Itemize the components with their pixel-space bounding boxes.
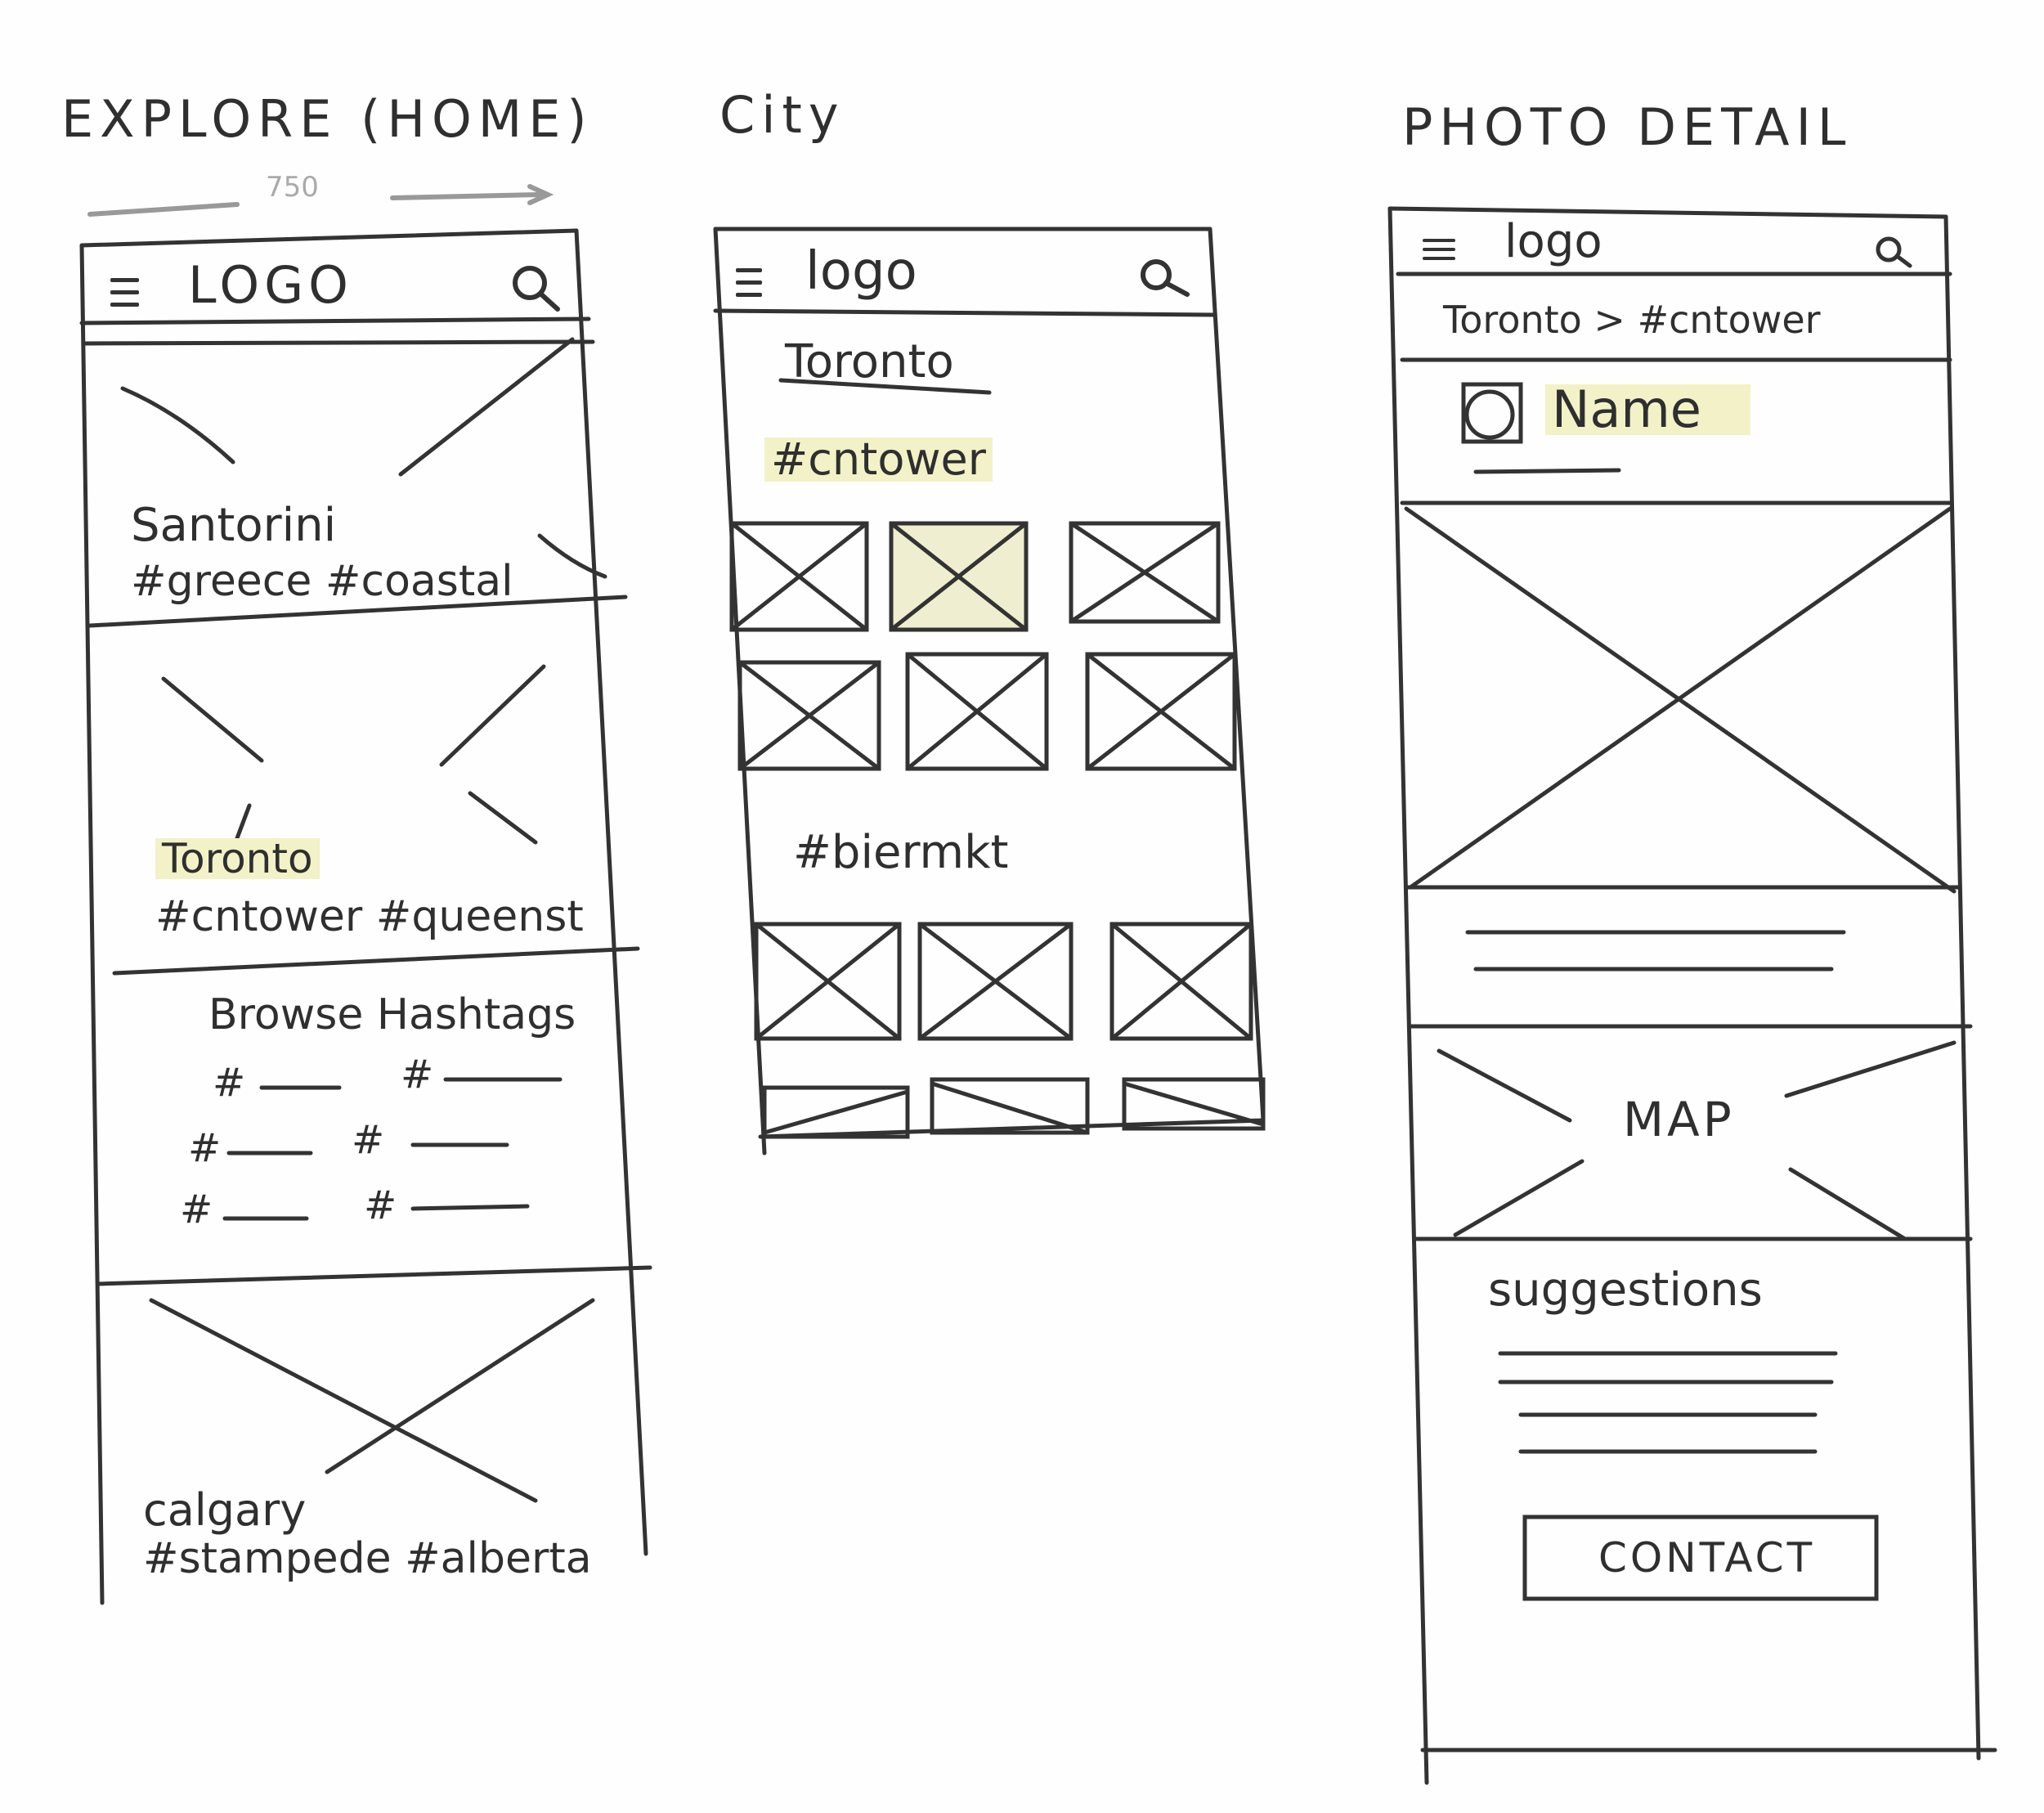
photo-suggestion-lines xyxy=(1498,1351,1838,1454)
contact-button-outline xyxy=(1522,1515,1879,1601)
width-annotation: 750 xyxy=(266,171,319,204)
explore-card2-placeholder xyxy=(161,664,546,845)
photo-description-lines xyxy=(1465,930,1846,972)
explore-logo[interactable]: LOGO xyxy=(188,255,353,315)
photo-main-placeholder xyxy=(1404,506,1957,894)
hashtag-link[interactable]: # xyxy=(213,1060,246,1106)
explore-card3-placeholder xyxy=(149,1298,595,1503)
card-tags: #greece #coastal xyxy=(131,557,513,606)
user-name[interactable]: Name xyxy=(1545,384,1750,435)
hashtag-link[interactable]: # xyxy=(188,1125,222,1171)
photo-detail-frame xyxy=(1387,206,1997,1785)
card-title: Santorini xyxy=(131,499,337,552)
suggestions-heading: suggestions xyxy=(1488,1263,1763,1317)
explore-frame xyxy=(79,228,652,1605)
photo-avatar-box xyxy=(1461,382,1621,474)
search-icon[interactable] xyxy=(1872,233,1913,274)
photo-detail-title: PHOTO DETAIL xyxy=(1402,97,1853,157)
photo-logo[interactable]: logo xyxy=(1504,215,1602,268)
hashtag-link[interactable]: # xyxy=(364,1182,397,1228)
city-grid-biermkt xyxy=(754,922,1266,1139)
card-tags: #cntower #queenst xyxy=(155,892,584,941)
card-tags: #stampede #alberta xyxy=(143,1534,592,1583)
card-title: Toronto xyxy=(155,838,320,879)
explore-browse-lines xyxy=(222,1077,563,1221)
contact-button[interactable]: CONTACT xyxy=(1598,1534,1816,1582)
city-name: Toronto xyxy=(785,335,954,388)
breadcrumb[interactable]: Toronto > #cntower xyxy=(1443,298,1821,342)
map-label: MAP xyxy=(1623,1092,1735,1147)
hashtag-link[interactable]: # xyxy=(401,1052,434,1097)
hamburger-menu-icon[interactable] xyxy=(110,270,139,315)
hashtag-link[interactable]: # xyxy=(352,1117,385,1163)
hashtag-link[interactable]: # xyxy=(180,1187,213,1232)
hamburger-menu-icon[interactable] xyxy=(736,260,762,305)
card-title: calgary xyxy=(143,1484,307,1536)
explore-title: EXPLORE (HOME) xyxy=(61,89,594,149)
city-grid-cntower xyxy=(729,521,1237,771)
hashtag-section-title[interactable]: #cntower xyxy=(764,438,993,482)
hamburger-menu-icon[interactable] xyxy=(1423,233,1455,266)
search-icon[interactable] xyxy=(507,260,564,317)
photo-map-placeholder xyxy=(1437,1040,1957,1241)
city-title: City xyxy=(719,85,845,145)
city-logo[interactable]: logo xyxy=(805,241,917,302)
search-icon[interactable] xyxy=(1136,255,1194,304)
browse-hashtags-heading: Browse Hashtags xyxy=(208,990,576,1039)
explore-card1-placeholder xyxy=(120,337,607,579)
hashtag-section-title[interactable]: #biermkt xyxy=(793,826,1009,879)
width-annotation-arrows xyxy=(87,184,554,217)
